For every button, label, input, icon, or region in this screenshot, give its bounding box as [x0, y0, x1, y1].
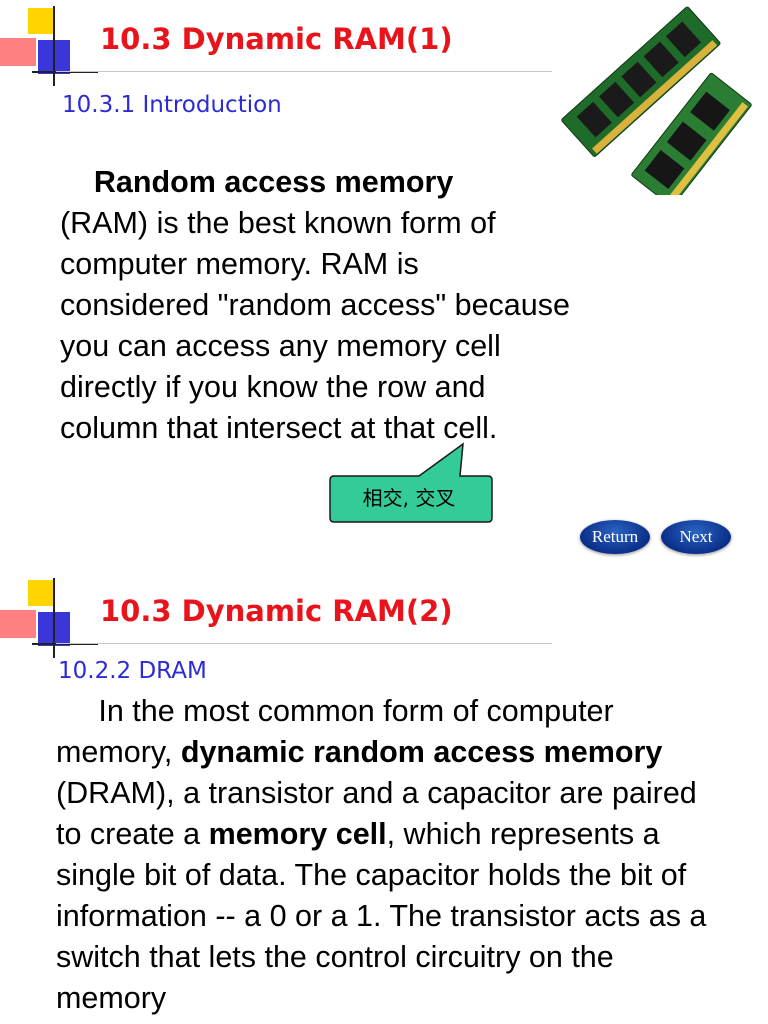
callout-bubble	[329, 442, 493, 523]
return-button[interactable]: Return	[580, 520, 650, 554]
slide-2: 10.3 Dynamic RAM(2) 10.2.2 DRAM In the m…	[0, 572, 768, 1024]
title-divider	[56, 643, 552, 644]
title-divider	[56, 71, 552, 72]
dram-paragraph: In the most common form of computer memo…	[56, 691, 716, 1019]
dram-text-3: , which represents a single bit of data.…	[56, 817, 707, 1015]
ram-modules-image	[561, 6, 752, 195]
callout-translation: 相交, 交叉	[362, 486, 456, 510]
intro-paragraph: Random access memory (RAM) is the best kn…	[60, 162, 570, 449]
slide-title: 10.3 Dynamic RAM(2)	[100, 594, 453, 628]
slide-1: 10.3 Dynamic RAM(1) 10.3.1 Introduction …	[0, 6, 752, 554]
section-subtitle: 10.3.1 Introduction	[62, 92, 282, 118]
slide-title: 10.3 Dynamic RAM(1)	[100, 22, 453, 56]
section-subtitle: 10.2.2 DRAM	[58, 658, 207, 684]
term-ram: Random access memory	[93, 165, 454, 199]
term-memory-cell: memory cell	[208, 817, 387, 851]
next-button[interactable]: Next	[661, 520, 731, 554]
intro-text: (RAM) is the best known form of computer…	[60, 206, 570, 445]
dram-text-1: In the most common form of computer memo…	[56, 694, 614, 769]
title-decoration-icon	[0, 578, 98, 658]
term-dram: dynamic random access memory	[180, 735, 663, 769]
dram-text-2: (DRAM), a transistor and a capacitor are…	[56, 776, 697, 851]
title-decoration-icon	[0, 6, 98, 86]
